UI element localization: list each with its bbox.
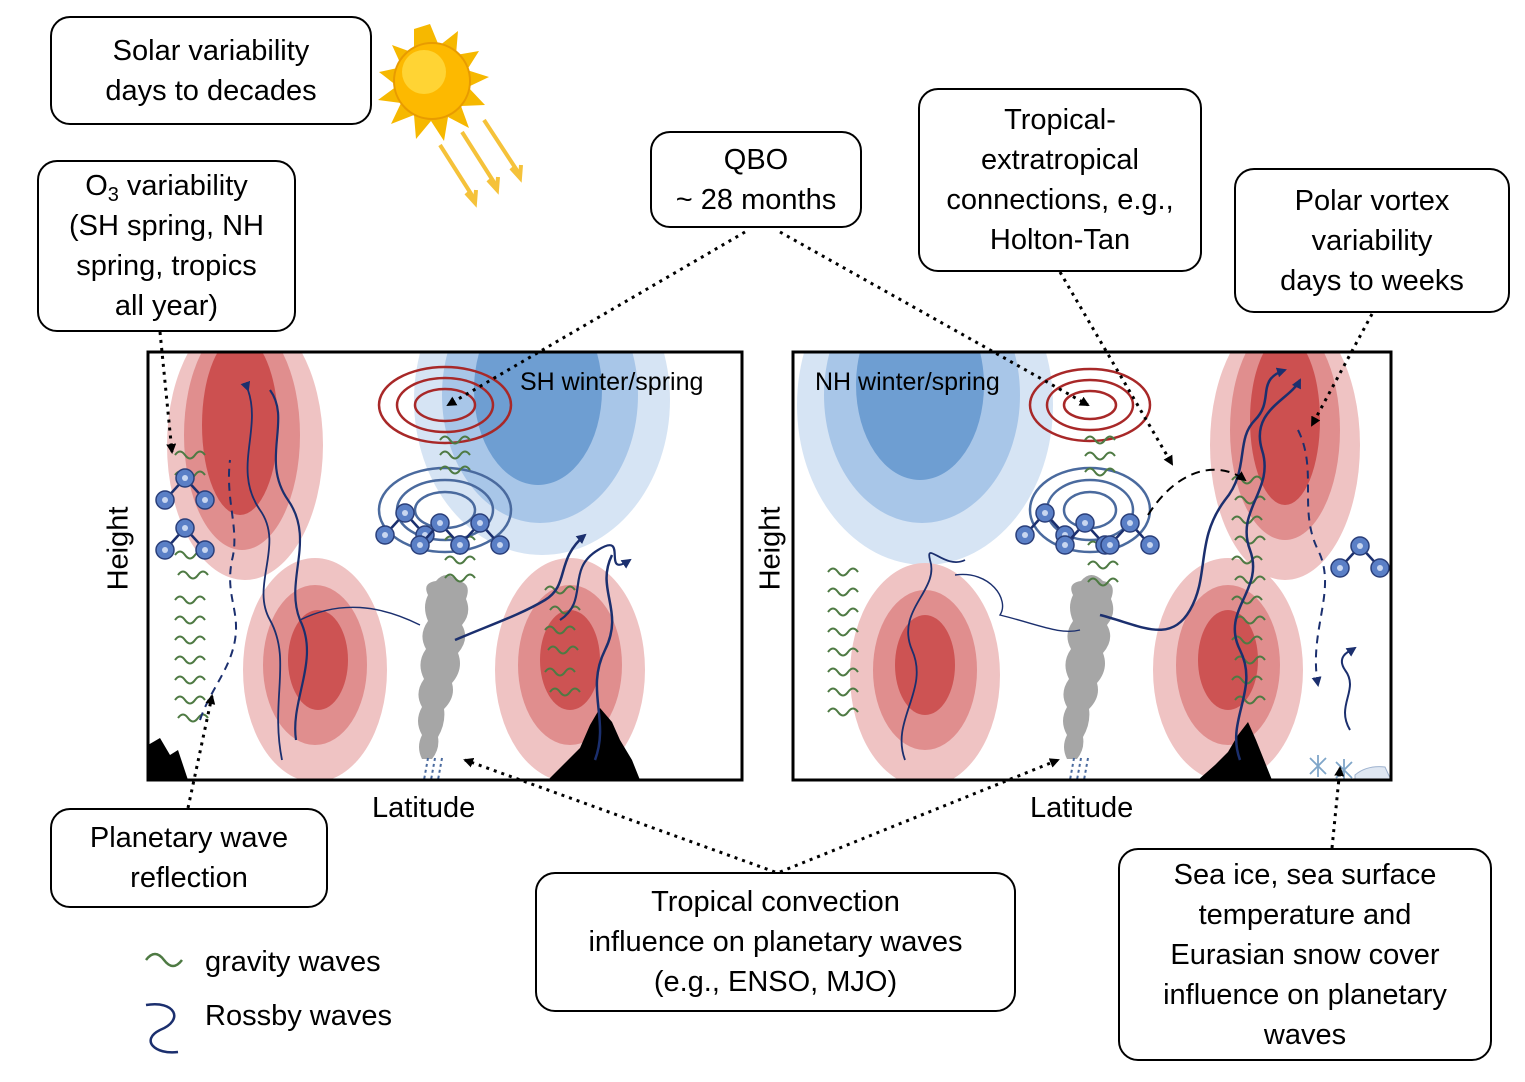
arrow-convection-to-left bbox=[463, 758, 776, 874]
callout-line: connections, e.g., bbox=[946, 184, 1174, 216]
callout-line: variability bbox=[1311, 224, 1433, 257]
callout-line: Tropical convection bbox=[651, 886, 900, 918]
callout-line: all year) bbox=[114, 290, 219, 322]
legend-rossby-symbol bbox=[145, 1002, 179, 1054]
arrow-polar-vortex bbox=[1310, 313, 1374, 427]
callout-line: QBO bbox=[723, 143, 789, 176]
right-panel-xlabel: Latitude bbox=[1030, 792, 1134, 824]
left-panel-ylabel: Height bbox=[102, 506, 135, 591]
qbo-rings-red-right bbox=[1028, 367, 1152, 443]
callout-line: reflection bbox=[130, 862, 248, 894]
legend-gravity-label: gravity waves bbox=[205, 946, 381, 978]
right-panel bbox=[791, 350, 1393, 782]
right-panel-title: NH winter/spring bbox=[815, 368, 1000, 396]
sun-icon bbox=[378, 24, 523, 208]
snowflake-icon bbox=[1309, 755, 1353, 780]
tropical-extratropical-link bbox=[1147, 468, 1247, 516]
arrow-planetary-reflection bbox=[186, 694, 216, 809]
callout-line: days to weeks bbox=[1280, 264, 1464, 297]
sea-ice-callout: Sea ice, sea surface temperature and Eur… bbox=[1118, 848, 1492, 1061]
mountain-icon bbox=[1198, 722, 1272, 780]
connector-arrows bbox=[158, 230, 1374, 874]
polar-vortex-callout: Polar vortex variability days to weeks bbox=[1234, 168, 1510, 313]
callout-line: ~ 28 months bbox=[675, 183, 837, 216]
callout-line: O3 variability bbox=[85, 170, 248, 206]
left-panel bbox=[146, 350, 744, 782]
sun-rays bbox=[438, 118, 523, 208]
right-panel-ylabel: Height bbox=[754, 506, 787, 591]
callout-line: (e.g., ENSO, MJO) bbox=[653, 966, 898, 998]
convection-cloud-icon bbox=[1063, 575, 1114, 759]
left-panel-title: SH winter/spring bbox=[520, 368, 704, 396]
mountain-icon bbox=[148, 738, 188, 780]
callout-line: Holton-Tan bbox=[989, 224, 1131, 256]
ozone-variability-callout: O3 variability (SH spring, NH spring, tr… bbox=[37, 160, 296, 332]
callout-line: Sea ice, sea surface bbox=[1173, 858, 1437, 891]
callout-line: waves bbox=[1263, 1018, 1347, 1051]
planetary-wave-reflection-callout: Planetary wave reflection bbox=[50, 808, 328, 908]
callout-line: influence on planetary waves bbox=[588, 926, 963, 958]
rossby-waves-right bbox=[900, 367, 1357, 761]
legend-gravity-symbol bbox=[145, 952, 183, 968]
arrow-qbo-to-left-rings bbox=[446, 230, 746, 407]
arrow-tropical-extratropical bbox=[1058, 271, 1174, 466]
callout-line: extratropical bbox=[981, 144, 1139, 176]
callout-line: Eurasian snow cover bbox=[1170, 938, 1440, 971]
right-panel-frame bbox=[791, 350, 1393, 782]
arrow-sea-ice bbox=[1330, 766, 1345, 849]
callout-line: Polar vortex bbox=[1294, 184, 1450, 217]
callout-line: Solar variability bbox=[112, 34, 310, 67]
callout-line: spring, tropics bbox=[76, 250, 257, 282]
rossby-waves-left bbox=[199, 380, 632, 761]
tropical-convection-callout: Tropical convection influence on planeta… bbox=[535, 872, 1016, 1012]
qbo-rings-red bbox=[377, 365, 513, 445]
left-panel-xlabel: Latitude bbox=[372, 792, 476, 824]
arrow-qbo-to-right-rings bbox=[779, 230, 1090, 407]
tropical-extratropical-callout: Tropical- extratropical connections, e.g… bbox=[918, 88, 1202, 272]
solar-variability-callout: Solar variability days to decades bbox=[50, 16, 372, 125]
callout-line: temperature and bbox=[1198, 898, 1412, 931]
callout-line: Planetary wave bbox=[89, 822, 289, 854]
callout-line: (SH spring, NH bbox=[69, 210, 264, 242]
mountain-icon bbox=[548, 708, 640, 780]
arrow-convection-to-right bbox=[779, 758, 1060, 874]
convection-cloud-icon bbox=[418, 575, 469, 759]
left-panel-frame bbox=[146, 350, 744, 782]
qbo-callout: QBO ~ 28 months bbox=[650, 131, 862, 228]
callout-line: days to decades bbox=[105, 74, 317, 107]
legend-rossby-label: Rossby waves bbox=[205, 1000, 392, 1032]
callout-line: influence on planetary bbox=[1163, 978, 1447, 1011]
callout-line: Tropical- bbox=[1004, 104, 1116, 136]
